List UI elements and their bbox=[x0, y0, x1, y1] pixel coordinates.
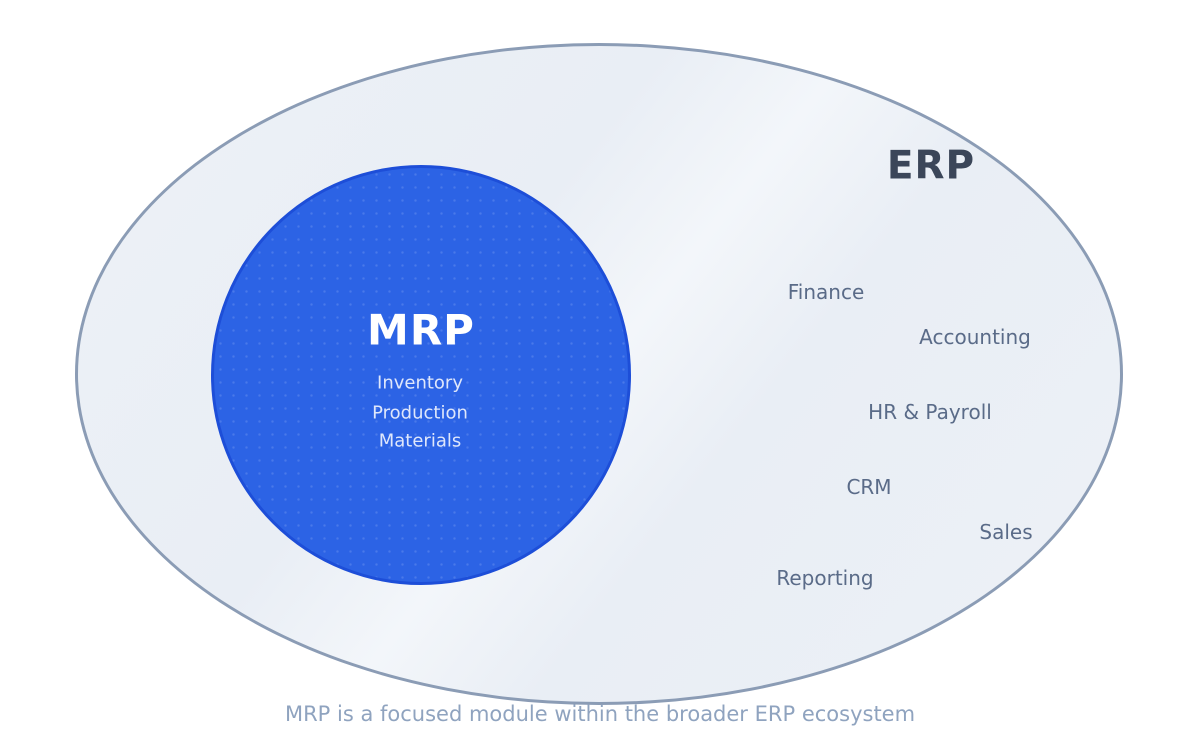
erp-title: ERP bbox=[886, 143, 976, 189]
mrp-item-production: Production bbox=[372, 402, 468, 424]
erp-module-reporting: Reporting bbox=[776, 566, 874, 590]
mrp-circle bbox=[211, 165, 631, 585]
mrp-title: MRP bbox=[367, 305, 475, 355]
erp-module-sales: Sales bbox=[979, 520, 1033, 544]
mrp-item-materials: Materials bbox=[378, 430, 462, 452]
erp-module-crm: CRM bbox=[846, 475, 892, 499]
erp-module-hr-payroll: HR & Payroll bbox=[868, 400, 992, 424]
mrp-item-inventory: Inventory bbox=[377, 372, 463, 394]
diagram-caption: MRP is a focused module within the broad… bbox=[284, 702, 916, 726]
erp-module-accounting: Accounting bbox=[919, 325, 1031, 349]
erp-module-finance: Finance bbox=[787, 280, 865, 304]
